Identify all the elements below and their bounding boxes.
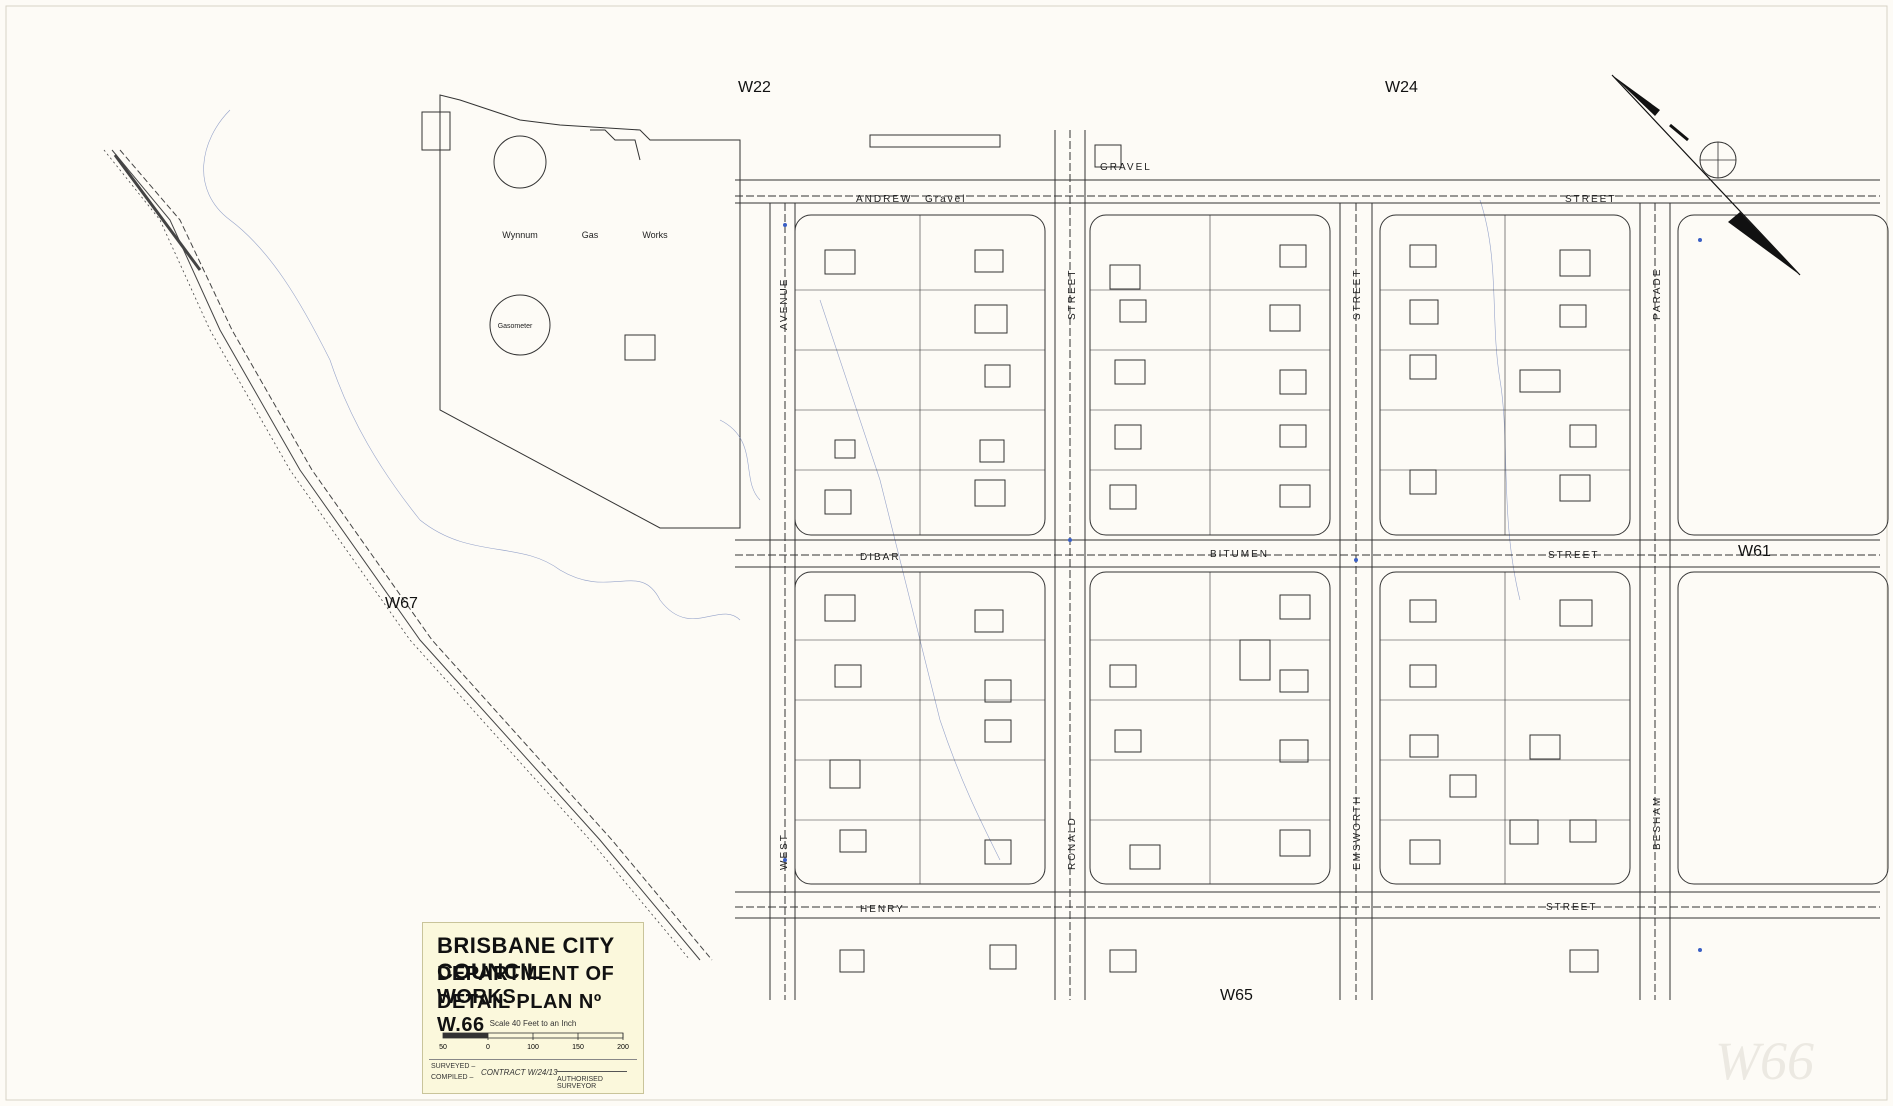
label-besham: BESHAM xyxy=(1652,796,1663,850)
street-labels: ANDREW Gravel STREET DIBAR STREET BITUME… xyxy=(779,162,1663,915)
city-blocks xyxy=(794,214,1889,885)
grid-ref-south: W65 xyxy=(1220,987,1253,1004)
scale-bar: 50 0 100 150 200 xyxy=(439,1032,629,1051)
label-andrew-street: STREET xyxy=(1565,194,1616,205)
label-avenue: AVENUE xyxy=(779,278,790,330)
scale-tick: 200 xyxy=(617,1044,629,1051)
grid-ref-east: W61 xyxy=(1738,543,1771,560)
label-henry: HENRY xyxy=(860,904,905,915)
council-name: BRISBANE CITY COUNCIL xyxy=(437,933,615,984)
label-dibar: DIBAR xyxy=(860,552,901,563)
label-ronald-street: STREET xyxy=(1067,269,1078,320)
label-dibar-street: STREET xyxy=(1548,550,1599,561)
gas-works-site xyxy=(421,94,741,529)
department-name: DEPARTMENT OF WORKS xyxy=(437,963,615,1008)
label-wynnum: Wynnum xyxy=(502,230,537,240)
grid-references: W22 W24 W67 W61 W65 xyxy=(385,79,1771,1004)
compiled-label: COMPILED – xyxy=(431,1074,474,1081)
scale-tick: 50 xyxy=(439,1044,447,1051)
label-gasometer: Gasometer xyxy=(498,323,533,330)
block xyxy=(1677,214,1889,536)
grid-ref-west: W67 xyxy=(385,595,418,612)
survey-annotations xyxy=(783,223,1702,952)
surveyed-label: SURVEYED – xyxy=(431,1063,476,1070)
sheet-watermark: W66 xyxy=(1715,1031,1814,1091)
railway-line xyxy=(103,149,713,961)
contour-lines xyxy=(203,109,1521,861)
street-network xyxy=(735,130,1880,1000)
label-andrew-surface: Gravel xyxy=(925,194,966,205)
contract-number: CONTRACT W/24/13 xyxy=(481,1068,558,1077)
scale-tick: 150 xyxy=(572,1044,584,1051)
scale-tick: 0 xyxy=(486,1044,490,1051)
label-ronald: RONALD xyxy=(1067,816,1078,870)
gas-works-labels: Wynnum Gas Works Gasometer xyxy=(498,230,668,330)
label-west: WEST xyxy=(779,833,790,870)
scale-tick: 100 xyxy=(527,1044,539,1051)
label-henry-street: STREET xyxy=(1546,902,1597,913)
label-andrew-gravel: GRAVEL xyxy=(1100,162,1152,173)
north-arrow-icon xyxy=(1611,74,1801,276)
grid-ref-north-left: W22 xyxy=(738,79,771,96)
label-dibar-surface: BITUMEN xyxy=(1210,549,1269,560)
title-block: BRISBANE CITY COUNCIL DEPARTMENT OF WORK… xyxy=(422,922,644,1094)
signature-line xyxy=(557,1061,627,1072)
grid-ref-north-right: W24 xyxy=(1385,79,1418,96)
label-emsworth-street: STREET xyxy=(1352,269,1363,320)
label-gas: Gas xyxy=(582,230,599,240)
block xyxy=(1677,571,1889,885)
authorised-surveyor: AUTHORISED SURVEYOR xyxy=(557,1076,603,1090)
label-parade: PARADE xyxy=(1652,268,1663,320)
title-block-footer: SURVEYED – COMPILED – CONTRACT W/24/13 A… xyxy=(429,1059,637,1090)
houses xyxy=(824,134,1599,973)
label-andrew: ANDREW xyxy=(856,194,912,205)
scale-text: Scale 40 Feet to an Inch xyxy=(489,1019,577,1028)
label-emsworth: EMSWORTH xyxy=(1352,795,1363,870)
plan-number: DETAIL PLAN Nº W.66 xyxy=(437,991,602,1036)
label-works: Works xyxy=(642,230,668,240)
